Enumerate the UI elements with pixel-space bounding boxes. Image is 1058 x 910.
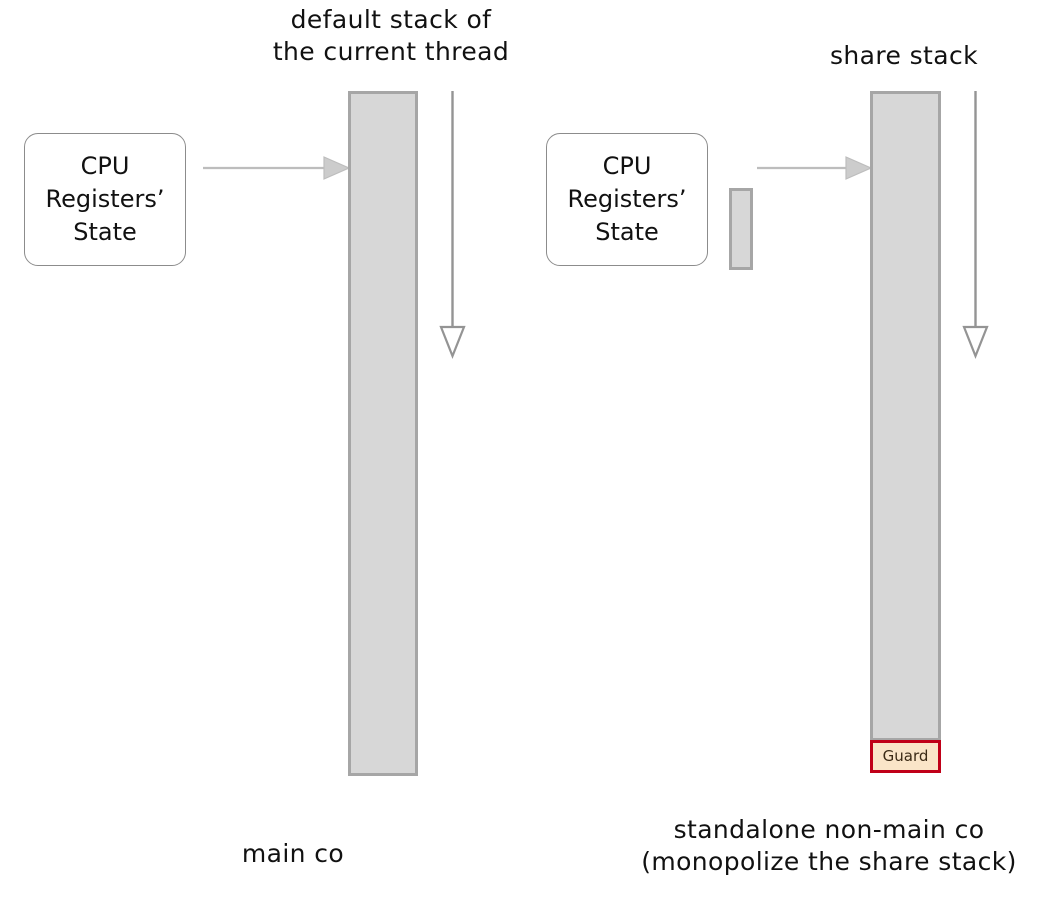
guard-page-block[interactable]: Guard: [870, 740, 941, 773]
stack-bar-share-stack[interactable]: [870, 91, 941, 741]
stack-bar-default-thread-stack[interactable]: [348, 91, 418, 776]
title-default-stack: default stack of the current thread: [272, 5, 510, 66]
cpu-registers-state-label: CPU Registers’ State: [45, 152, 165, 246]
arrow-stack-growth-main: [439, 91, 466, 359]
cpu-registers-state-label: CPU Registers’ State: [567, 152, 687, 246]
stack-bar-saved-stack-buffer[interactable]: [729, 188, 753, 270]
cpu-registers-state-box-main[interactable]: CPU Registers’ State: [24, 133, 186, 266]
caption-main-co: main co: [241, 839, 345, 868]
arrow-cpu-to-main-stack: [203, 156, 351, 180]
title-share-stack: share stack: [829, 41, 979, 70]
arrow-stack-growth-share: [962, 91, 989, 359]
cpu-registers-state-box-non-main[interactable]: CPU Registers’ State: [546, 133, 708, 266]
caption-standalone-non-main-co: standalone non-main co (monopolize the s…: [641, 815, 1017, 876]
guard-label: Guard: [882, 747, 929, 765]
arrow-cpu-to-share-stack: [757, 156, 873, 180]
